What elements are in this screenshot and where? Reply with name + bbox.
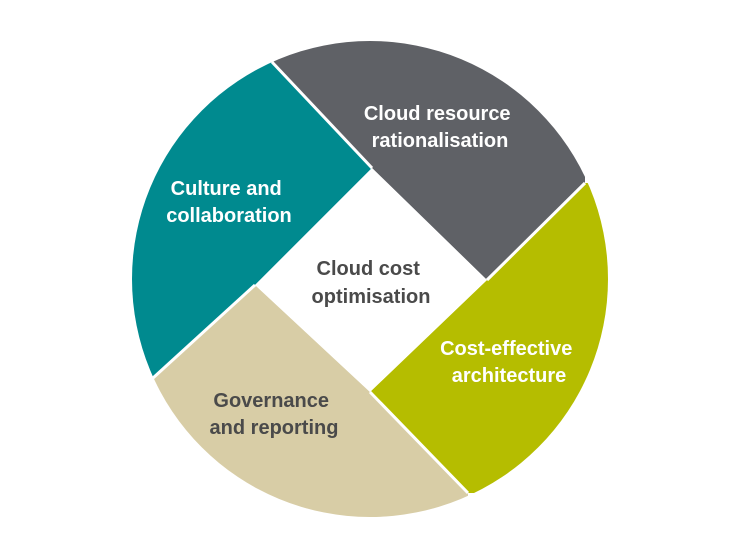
label-governance: Governance and reporting [210,390,339,439]
label-culture-line1: Culture and [171,178,282,200]
label-center-line2: optimisation [312,286,431,308]
label-resource-line2: rationalisation [372,130,509,152]
label-architecture-line2: architecture [452,365,567,387]
divider-culture-resource [270,60,374,170]
label-architecture: Cost-effective architecture [440,338,578,387]
center-diamond [255,168,487,392]
divider-architecture-governance [368,390,470,495]
label-resource: Cloud resource rationalisation [364,103,516,152]
label-architecture-line1: Cost-effective [440,338,572,360]
label-resource-line1: Cloud resource [364,103,511,125]
label-center: Cloud cost optimisation [312,258,431,308]
label-governance-line1: Governance [213,390,329,412]
label-center-line1: Cloud cost [317,258,421,280]
divider-resource-architecture [485,181,587,282]
divider-governance-culture [151,283,257,380]
label-governance-line2: and reporting [210,417,339,439]
label-culture: Culture and collaboration [166,178,292,227]
label-culture-line2: collaboration [166,205,292,227]
segment-resource [272,41,585,280]
